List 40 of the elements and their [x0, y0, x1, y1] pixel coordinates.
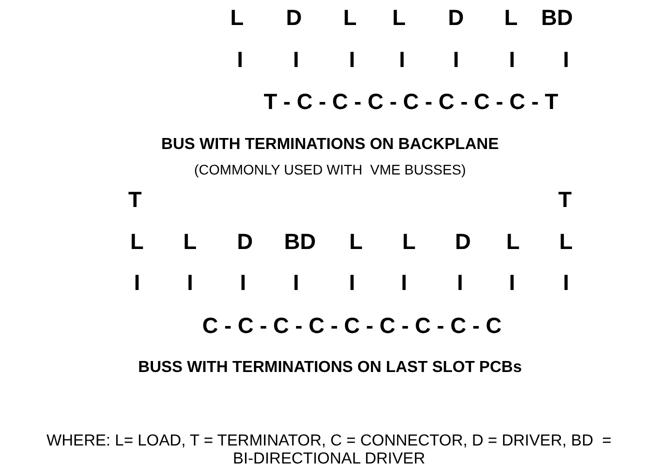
load-letter: D [448, 6, 464, 30]
bus-sequence: C - C - C - C - C - C - C - C - C [202, 314, 502, 338]
stub-mark: I [348, 48, 356, 72]
stub-mark: I [240, 270, 246, 296]
load-letter: L [506, 230, 520, 254]
load-letter: BD [541, 6, 573, 30]
bus-sequence: T - C - C - C - C - C - C - C - T [264, 90, 558, 114]
load-letter: L [559, 230, 573, 254]
stub-mark: I [134, 270, 140, 296]
stub-mark: I [400, 270, 408, 296]
stub-mark: I [186, 270, 194, 296]
load-letter: D [455, 230, 471, 254]
load-letter: L [130, 230, 144, 254]
stub-mark: I [562, 48, 570, 72]
section-heading: BUSS WITH TERMINATIONS ON LAST SLOT PCBs [138, 359, 522, 377]
stub-mark: I [348, 270, 356, 296]
stub-mark: I [292, 270, 300, 296]
terminator-letter: T [558, 188, 572, 212]
load-letter: L [230, 6, 244, 30]
load-letter: BD [284, 230, 316, 254]
load-letter: L [343, 6, 357, 30]
stub-mark: I [508, 270, 516, 296]
load-letter: L [504, 6, 518, 30]
stub-mark: I [292, 48, 300, 72]
note-text: (COMMONLY USED WITH VME BUSSES) [194, 162, 466, 178]
stub-mark: I [456, 270, 464, 296]
stub-mark: I [508, 48, 516, 72]
load-letter: D [237, 230, 253, 254]
stub-mark: I [562, 270, 570, 296]
load-letter: D [286, 6, 302, 30]
stub-mark: I [236, 48, 244, 72]
section-heading: BUS WITH TERMINATIONS ON BACKPLANE [161, 136, 499, 154]
load-letter: L [392, 6, 406, 30]
stub-mark: I [452, 48, 460, 72]
terminator-letter: T [128, 188, 142, 212]
stub-mark: I [398, 48, 406, 72]
load-letter: L [349, 230, 363, 254]
load-letter: L [183, 230, 197, 254]
legend-note: WHERE: L= LOAD, T = TERMINATOR, C = CONNECTOR, D = DRIVER, BD = BI-DIRECTIONAL DRIVER [45, 432, 612, 468]
load-letter: L [402, 230, 416, 254]
